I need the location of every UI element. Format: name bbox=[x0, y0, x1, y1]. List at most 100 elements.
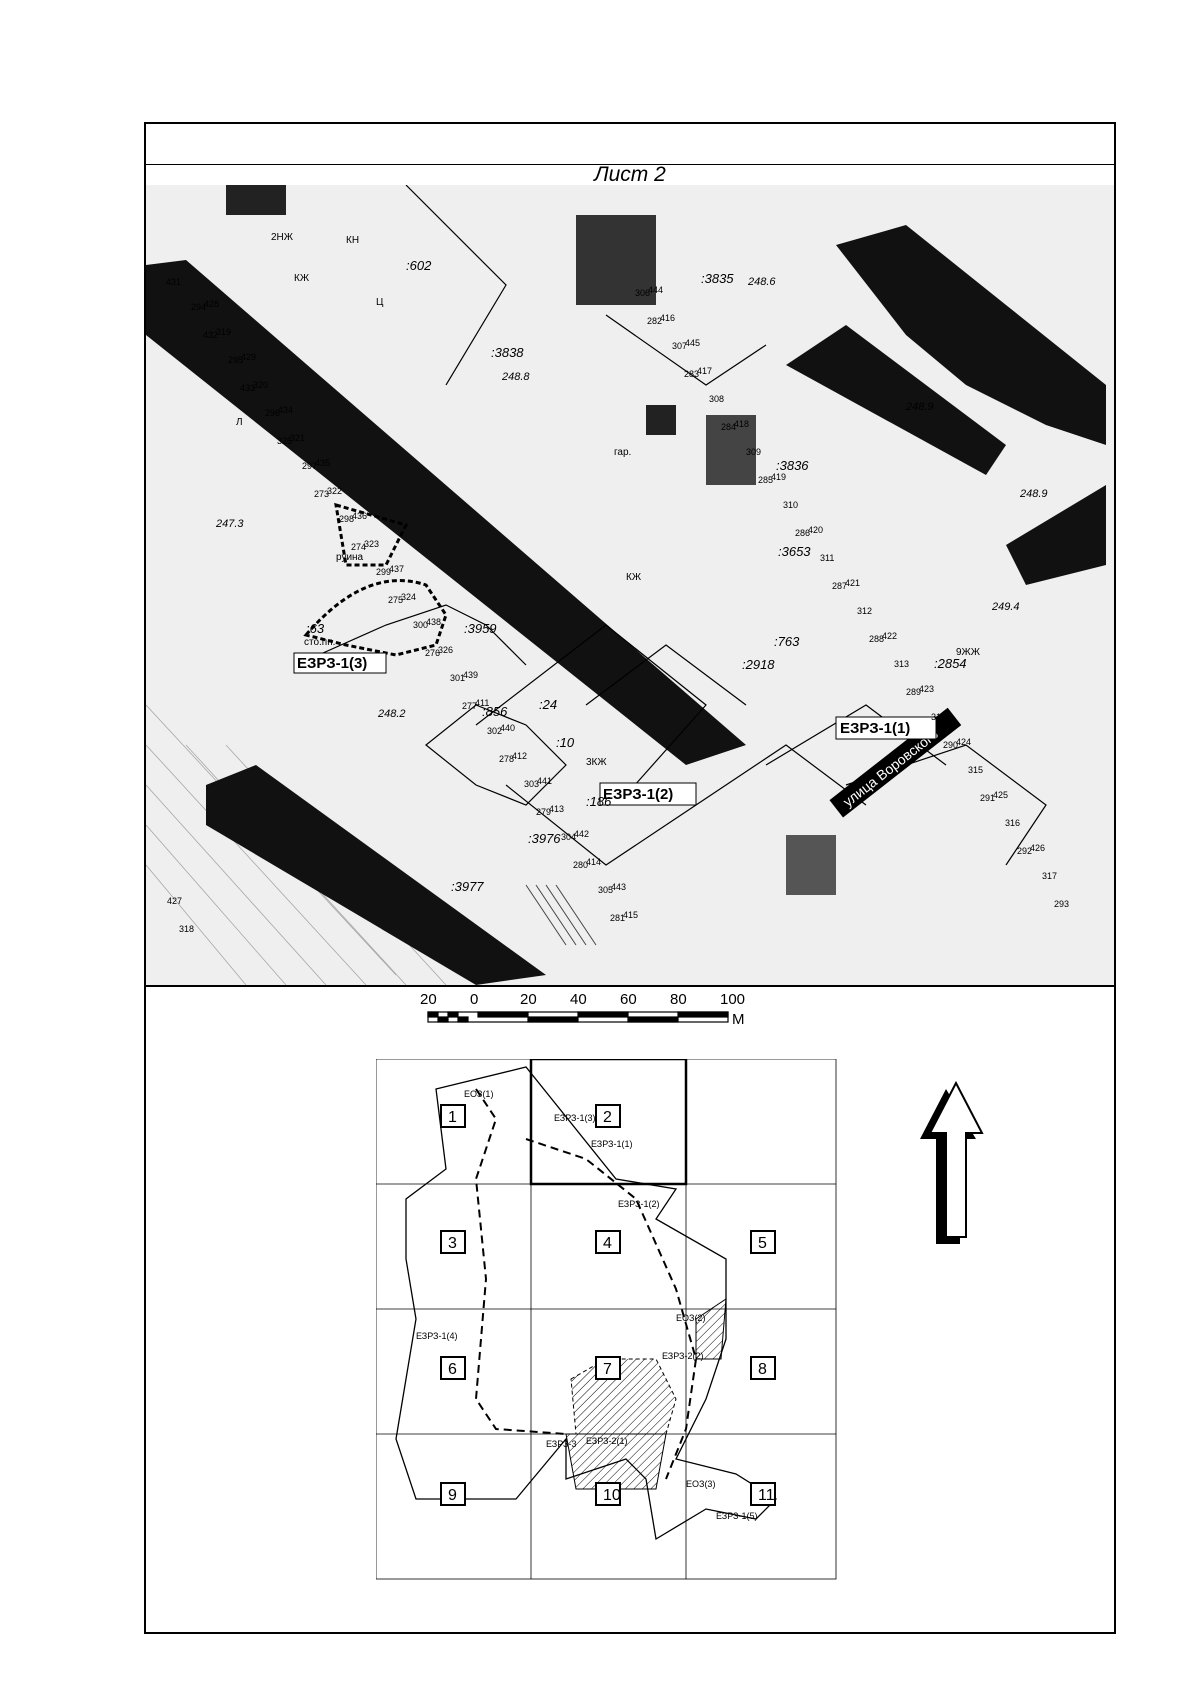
index-cell-box bbox=[595, 1482, 621, 1506]
building-code: гар. bbox=[614, 447, 631, 458]
elevation-labels: 248.6 248.8 248.9 248.9 249.4 247.3 248.… bbox=[215, 276, 1048, 720]
point-number: 424 bbox=[956, 737, 971, 747]
point-number: 422 bbox=[882, 631, 897, 641]
point-number: 427 bbox=[167, 896, 182, 906]
point-number: 295 bbox=[228, 355, 243, 365]
point-number: 413 bbox=[549, 804, 564, 814]
point-number: 296 bbox=[265, 408, 280, 418]
point-number: 325 bbox=[277, 436, 292, 446]
point-number: 281 bbox=[610, 913, 625, 923]
parcel-label: :3976 bbox=[528, 831, 561, 846]
index-zone-label: ЕЗРЗ-1(1) bbox=[591, 1139, 632, 1149]
building-code: КН bbox=[346, 235, 359, 246]
index-cell-number: 5 bbox=[758, 1235, 767, 1252]
index-cell-box bbox=[595, 1104, 621, 1128]
point-number: 305 bbox=[598, 885, 613, 895]
building-code: КЖ bbox=[626, 572, 642, 583]
point-number: 439 bbox=[463, 670, 478, 680]
point-number: 292 bbox=[1017, 846, 1032, 856]
index-cell-number: 10 bbox=[603, 1487, 621, 1504]
point-number: 302 bbox=[487, 726, 502, 736]
point-number: 274 bbox=[351, 542, 366, 552]
zone-label-1: ЕЗРЗ-1(1) bbox=[840, 720, 910, 737]
scale-tick: 20 bbox=[420, 991, 437, 1008]
index-zone-label: ЕОЗ(2) bbox=[676, 1313, 705, 1323]
index-zone-label: ЕЗРЗ-3 bbox=[546, 1439, 577, 1449]
zone-label-3: ЕЗРЗ-1(3) bbox=[297, 655, 367, 672]
parcel-label: :602 bbox=[406, 258, 432, 273]
index-cell-box bbox=[750, 1356, 776, 1380]
point-number: 426 bbox=[1030, 843, 1045, 853]
point-number: 324 bbox=[401, 592, 416, 602]
point-number: 433 bbox=[240, 383, 255, 393]
point-number: 304 bbox=[561, 832, 576, 842]
point-number: 312 bbox=[857, 606, 872, 616]
point-number: 431 bbox=[166, 277, 181, 287]
index-cell-number: 9 bbox=[448, 1487, 457, 1504]
point-number: 315 bbox=[968, 765, 983, 775]
point-number: 415 bbox=[623, 910, 638, 920]
point-number: 279 bbox=[536, 807, 551, 817]
point-number: 432 bbox=[203, 330, 218, 340]
scale-tick: 40 bbox=[570, 991, 587, 1008]
building-code: 3КЖ bbox=[586, 757, 607, 768]
building-codes: 2НЖ КЖ КН Ц 9ЖЖ 3КЖ гар. руина сто.пп. Л… bbox=[236, 232, 981, 768]
point-number: 417 bbox=[697, 366, 712, 376]
point-number: 429 bbox=[241, 352, 256, 362]
index-cell-box bbox=[750, 1230, 776, 1254]
point-number: 278 bbox=[499, 754, 514, 764]
point-number: 301 bbox=[450, 673, 465, 683]
point-number: 419 bbox=[771, 472, 786, 482]
point-number: 319 bbox=[216, 327, 231, 337]
point-number: 275 bbox=[388, 595, 403, 605]
index-zone-label: ЕЗРЗ-1(4) bbox=[416, 1331, 457, 1341]
point-number: 309 bbox=[746, 447, 761, 457]
index-cell-number: 4 bbox=[603, 1235, 612, 1252]
parcel-label: :856 bbox=[482, 704, 508, 719]
north-arrow-icon bbox=[916, 1079, 1006, 1249]
point-number: 434 bbox=[278, 405, 293, 415]
point-number: 445 bbox=[685, 338, 700, 348]
point-number: 303 bbox=[524, 779, 539, 789]
index-cell-box bbox=[750, 1482, 776, 1506]
building-code: 2НЖ bbox=[271, 232, 294, 243]
index-cell-number: 11 bbox=[758, 1487, 775, 1504]
index-cell-number: 2 bbox=[603, 1109, 612, 1126]
parcel-label: :3835 bbox=[701, 271, 734, 286]
point-number: 436 bbox=[352, 511, 367, 521]
parcel-label: :63 bbox=[306, 621, 325, 636]
elevation-label: 248.9 bbox=[905, 401, 934, 413]
point-number: 288 bbox=[869, 634, 884, 644]
point-number: 425 bbox=[993, 790, 1008, 800]
point-number: 318 bbox=[179, 924, 194, 934]
index-cell-number: 1 bbox=[448, 1109, 457, 1126]
elevation-label: 248.9 bbox=[1019, 488, 1048, 500]
index-cell-box bbox=[595, 1230, 621, 1254]
index-cell-box bbox=[595, 1356, 621, 1380]
index-zone-label: ЕЗРЗ-2(1) bbox=[586, 1436, 627, 1446]
scale-tick: 100 bbox=[720, 991, 745, 1008]
index-cell-box bbox=[440, 1104, 466, 1128]
point-number: 289 bbox=[906, 687, 921, 697]
scale-tick: 80 bbox=[670, 991, 687, 1008]
index-cell-number: 6 bbox=[448, 1361, 457, 1378]
cadastral-map: улица Воровского ЕЗРЗ-1(3) ЕЗРЗ-1(1) ЕЗР… bbox=[146, 185, 1114, 987]
sheet-title: Лист 2 bbox=[146, 164, 1114, 186]
index-cell-box bbox=[440, 1482, 466, 1506]
index-zone-label: ЕЗРЗ-2(2) bbox=[662, 1351, 703, 1361]
index-zone-label: ЕОЗ(3) bbox=[686, 1479, 715, 1489]
parcel-label: :24 bbox=[539, 697, 557, 712]
point-number: 276 bbox=[425, 648, 440, 658]
parcel-label: :3838 bbox=[491, 345, 524, 360]
point-number: 298 bbox=[339, 514, 354, 524]
point-number: 326 bbox=[438, 645, 453, 655]
point-number: 317 bbox=[1042, 871, 1057, 881]
building-code: Л bbox=[236, 417, 243, 428]
building-code: руина bbox=[336, 552, 364, 563]
building-code: 9ЖЖ bbox=[956, 647, 981, 658]
point-number: 299 bbox=[376, 567, 391, 577]
point-number: 285 bbox=[758, 475, 773, 485]
point-number: 442 bbox=[574, 829, 589, 839]
scale-unit: М bbox=[732, 1011, 745, 1028]
point-number: 277 bbox=[462, 701, 477, 711]
